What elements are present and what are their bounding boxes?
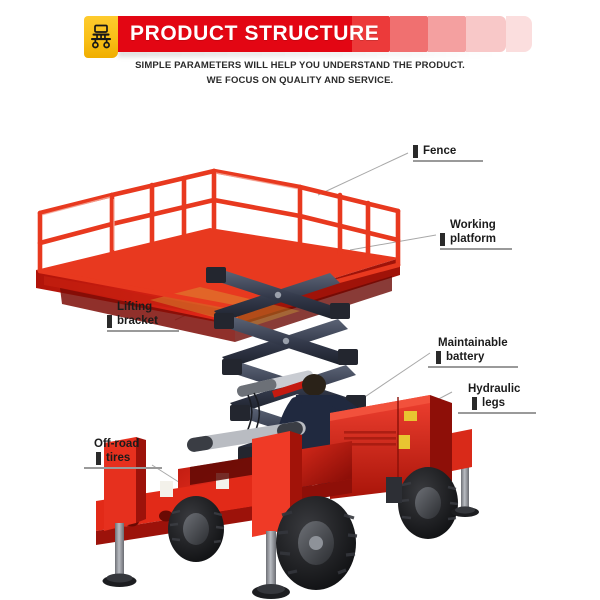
callout-maintainable-battery[interactable]: Maintainable battery [428,336,518,368]
scissor-pivot-blocks [206,267,374,462]
hydraulic-leg-center [252,531,290,599]
callout-lifting-bracket-rule [107,330,179,332]
scissor-lift-cart-icon [84,16,118,58]
callout-fence[interactable]: Fence [413,144,483,162]
callout-hydraulic-legs-line2: legs [482,397,506,409]
callout-off-road-tires-rule [84,467,162,469]
tire-front-right [276,496,358,590]
hydraulic-legs [102,429,479,599]
working-platform-bullet-icon [440,233,445,246]
header-bar-2 [352,16,390,52]
callout-working-platform-rule [440,248,512,250]
rail-highlights [41,172,299,250]
header-shadow [118,50,498,57]
callout-fence-rule [413,160,483,162]
fence-bullet-icon [413,145,418,158]
callout-lifting-bracket[interactable]: Lifting bracket [107,300,179,332]
hydraulic-leg-left [102,523,137,587]
subtitle: SIMPLE PARAMETERS WILL HELP YOU UNDERSTA… [0,58,600,88]
decal-yellow-1 [404,411,417,421]
callout-working-platform-line1: Working [450,219,496,231]
fence-guardrail [37,168,401,311]
page-title: PRODUCT STRUCTURE [130,22,380,45]
header-bar-3 [390,16,428,52]
off-road-tires [168,467,459,590]
scissor-lift-illustration [36,152,479,599]
callout-maintainable-battery-line1: Maintainable [438,337,508,349]
subtitle-line-2: WE FOCUS ON QUALITY AND SERVICE. [206,75,394,86]
maintainable-battery-bullet-icon [436,351,441,364]
lifting-bracket-bullet-icon [107,315,112,328]
off-road-tires-bullet-icon [96,452,101,465]
header-bar-5 [466,16,506,52]
callout-off-road-tires-line1: Off-road [94,438,140,450]
callout-off-road-tires-line2: tires [106,452,131,464]
tire-front-left [168,496,225,562]
lift-cylinder [236,370,314,397]
callout-working-platform-line2: platform [450,233,496,245]
callout-working-platform[interactable]: Working platform [440,218,512,250]
callout-off-road-tires[interactable]: Off-road tires [84,437,162,469]
header-color-bars [114,16,532,52]
callout-hydraulic-legs-line1: Hydraulic [468,383,521,395]
subtitle-line-1: SIMPLE PARAMETERS WILL HELP YOU UNDERSTA… [135,60,465,71]
header-bar-1 [114,16,352,52]
maintainable-battery-housing [330,395,452,499]
decal-yellow-2 [398,435,410,449]
callout-maintainable-battery-rule [428,366,518,368]
callout-hydraulic-legs-rule [458,412,536,414]
decal-label-1 [160,481,173,497]
callout-lifting-bracket-line2: bracket [117,315,158,327]
hydraulic-leg-right [451,429,479,517]
callout-hydraulic-legs[interactable]: Hydraulic legs [458,382,536,414]
rear-bracket [386,477,402,503]
leader-working-platform [349,234,437,251]
tire-rear-right [398,467,459,539]
header-banner: PRODUCT STRUCTURE [84,16,532,58]
callout-lifting-bracket-line1: Lifting [117,301,153,313]
callout-maintainable-battery-line2: battery [446,351,485,363]
leader-fence [317,152,409,196]
callout-fence-label: Fence [423,145,457,157]
header-bar-6 [506,16,532,52]
header-bar-4 [428,16,466,52]
hydraulic-legs-bullet-icon [472,397,477,410]
outrigger-towers [104,431,302,537]
